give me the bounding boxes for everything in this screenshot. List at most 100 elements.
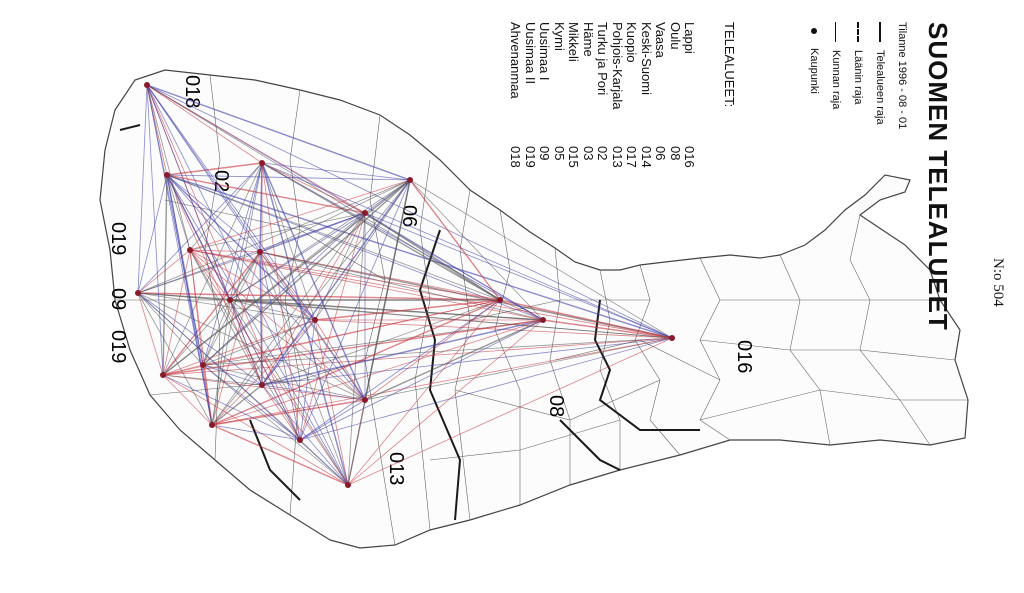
city-node xyxy=(259,382,265,388)
connection-line xyxy=(211,319,544,426)
connection-line xyxy=(146,84,673,339)
connection-line xyxy=(146,84,204,366)
connection-line xyxy=(146,84,213,426)
connection-line xyxy=(162,299,231,376)
connection-line xyxy=(162,249,191,376)
city-node xyxy=(345,482,351,488)
connection-line xyxy=(364,299,501,401)
connection-line xyxy=(146,84,411,181)
connection-line xyxy=(137,292,204,366)
connection-line xyxy=(229,212,366,301)
legend-item-telealueen-raja: Telealueen raja xyxy=(874,22,886,125)
connection-line xyxy=(166,174,366,401)
area-name: Ahvenanmaa xyxy=(508,22,523,99)
city-node xyxy=(160,372,166,378)
city-node xyxy=(259,160,265,166)
connection-line xyxy=(189,249,544,321)
connection-line xyxy=(166,174,673,339)
connection-line xyxy=(137,179,411,294)
connection-line xyxy=(137,249,191,294)
connection-line xyxy=(137,174,168,294)
connection-line xyxy=(261,162,301,441)
city-node xyxy=(540,317,546,323)
area-name: Keski-Suomi xyxy=(638,22,654,95)
connection-line xyxy=(146,84,301,441)
city-node xyxy=(144,82,150,88)
legend-item-kaupunki: Kaupunki xyxy=(808,22,820,94)
area-name: Häme xyxy=(580,22,596,57)
connection-line xyxy=(299,179,411,441)
connection-line xyxy=(299,299,501,441)
area-name: Lappi xyxy=(682,22,697,54)
area-name: Vaasa xyxy=(653,22,668,58)
area-name: Uusimaa II xyxy=(522,22,538,85)
area-code: 013 xyxy=(609,146,625,168)
area-name: Uusimaa I xyxy=(537,22,552,81)
legend-label: Kunnan raja xyxy=(830,50,842,110)
legend-item-kunnan-raja: Kunnan raja xyxy=(830,22,842,109)
connection-line xyxy=(166,174,349,486)
connection-line xyxy=(189,179,411,251)
connection-line xyxy=(364,319,544,401)
connection-line xyxy=(409,179,501,301)
connection-line xyxy=(146,84,263,164)
connection-line xyxy=(261,384,349,486)
connection-line xyxy=(166,174,261,253)
connection-line xyxy=(229,299,544,321)
connection-line xyxy=(229,251,261,301)
connection-line xyxy=(189,249,301,441)
legend-solid-thick-symbol xyxy=(878,22,881,42)
connection-line xyxy=(146,84,349,486)
city-node xyxy=(164,172,170,178)
connection-line xyxy=(409,179,544,321)
legend-solid-thin-symbol xyxy=(835,22,837,42)
connection-line xyxy=(229,299,316,321)
connection-line xyxy=(162,374,213,426)
area-name: Mikkeli xyxy=(566,22,581,62)
legend-label: Telealueen raja xyxy=(874,50,886,125)
connection-line xyxy=(347,319,544,486)
connection-line xyxy=(202,179,411,366)
connection-line xyxy=(202,364,263,386)
legend-label: Kaupunki xyxy=(808,48,820,94)
connection-line xyxy=(347,179,411,486)
connection-line xyxy=(229,299,366,401)
connection-line xyxy=(189,162,263,251)
connection-line xyxy=(189,249,263,386)
connection-line xyxy=(137,84,148,294)
legend-dashed-symbol xyxy=(856,22,859,42)
connection-line xyxy=(162,251,261,376)
connection-line xyxy=(261,179,411,386)
area-code: 015 xyxy=(566,146,581,168)
connection-line xyxy=(202,251,261,366)
connection-line xyxy=(364,337,673,401)
area-code: 08 xyxy=(667,146,683,161)
connection-line xyxy=(542,319,673,339)
city-node xyxy=(200,362,206,368)
connection-line xyxy=(162,179,411,376)
connection-line xyxy=(146,84,261,253)
connection-line xyxy=(137,212,366,294)
connection-line xyxy=(211,337,673,426)
connection-line xyxy=(299,399,366,441)
connection-line xyxy=(261,384,301,441)
connection-line xyxy=(314,319,366,401)
city-node xyxy=(257,249,263,255)
city-node xyxy=(407,177,413,183)
connection-line xyxy=(189,249,366,401)
connection-line xyxy=(162,319,544,376)
city-node xyxy=(227,297,233,303)
area-code: 019 xyxy=(522,146,538,168)
connection-line xyxy=(229,299,263,386)
connection-line xyxy=(166,174,191,251)
connection-line xyxy=(364,212,501,301)
connection-line xyxy=(261,162,366,401)
city-node xyxy=(297,437,303,443)
map-code-08: 08 xyxy=(545,395,567,417)
map-code-09: 09 xyxy=(107,288,129,310)
connection-line xyxy=(259,179,411,253)
connection-line xyxy=(499,299,544,321)
connection-line xyxy=(202,364,349,486)
city-node xyxy=(209,422,215,428)
connection-line xyxy=(162,299,501,376)
